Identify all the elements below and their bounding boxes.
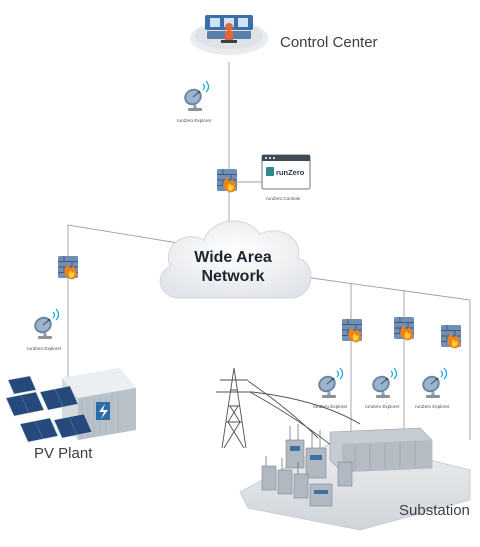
runzero-console-icon: runZero <box>261 154 311 190</box>
console-brand-text: runZero <box>276 168 305 177</box>
wan-cloud-icon <box>159 220 312 299</box>
pv-plant-label: PV Plant <box>34 445 93 462</box>
pv-plant-icon <box>5 368 136 443</box>
control-center-icon <box>190 15 268 55</box>
explorer-sub-3-icon <box>418 367 448 399</box>
firewall-pv-icon <box>57 255 79 280</box>
explorer-pv-icon <box>30 308 60 340</box>
wan-title-line1: Wide Area <box>194 249 272 266</box>
explorer-sub-1-label: runZero Explorer <box>313 404 348 409</box>
firewall-sub-1-icon <box>341 318 363 343</box>
explorer-sub-2-label: runZero Explorer <box>365 404 400 409</box>
explorer-sub-3-label: runZero Explorer <box>415 404 450 409</box>
substation-icon <box>216 367 471 531</box>
firewall-sub-2-icon <box>393 316 415 341</box>
wan-title-line2: Network <box>201 268 264 285</box>
firewall-center-icon <box>216 168 238 193</box>
substation-label: Substation <box>399 502 470 519</box>
explorer-sub-1-icon <box>314 367 344 399</box>
firewall-sub-3-icon <box>440 324 462 349</box>
explorer-sub-2-icon <box>368 367 398 399</box>
explorer-top-label: runZero Explorer <box>177 118 212 123</box>
explorer-pv-label: runZero Explorer <box>27 346 62 351</box>
control-center-label: Control Center <box>280 34 378 51</box>
console-label: runZero Console <box>266 196 301 201</box>
explorer-top-icon <box>180 80 210 112</box>
